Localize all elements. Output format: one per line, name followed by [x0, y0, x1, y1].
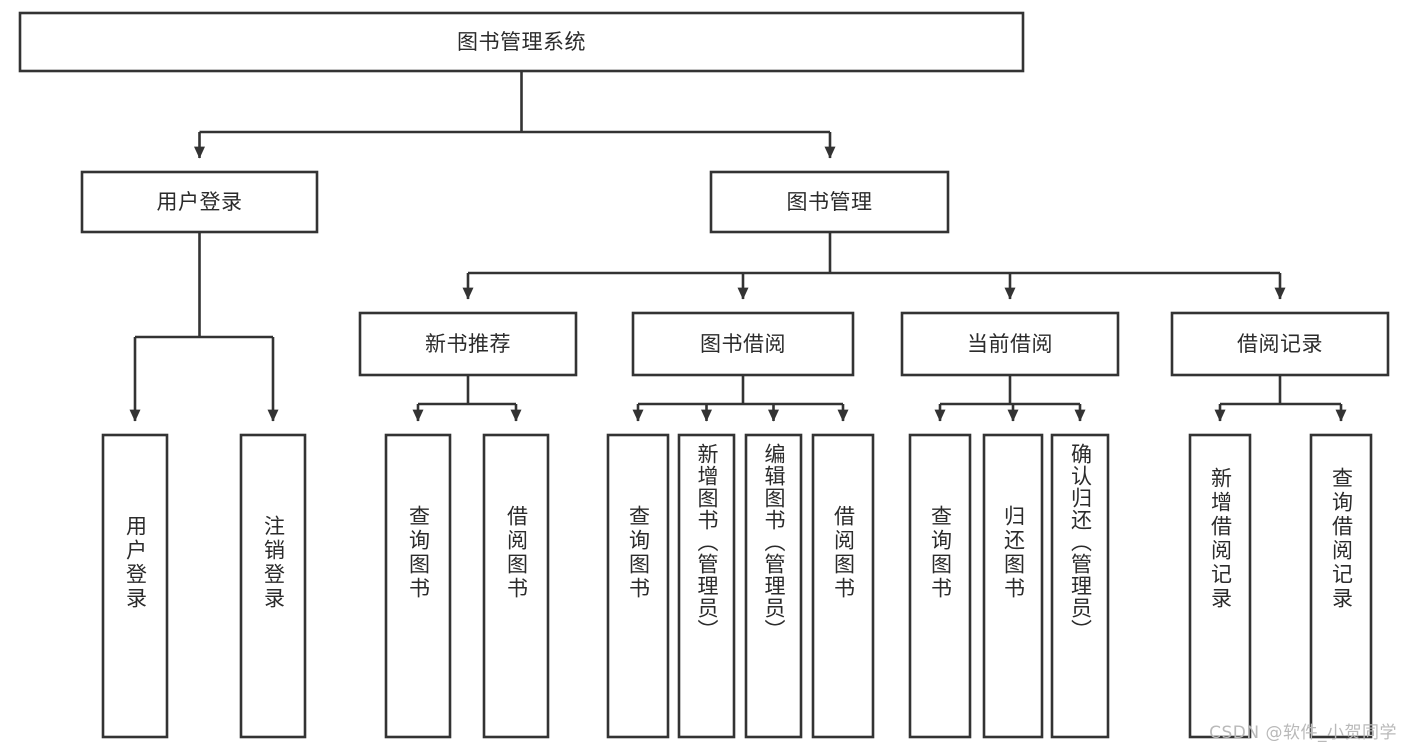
node-book-manage[interactable]: 图书管理	[709, 170, 950, 234]
node-book-borrow[interactable]: 图书借阅	[631, 311, 855, 377]
node-current-borrow-label: 当前借阅	[967, 332, 1053, 356]
node-book-borrow-label: 图书借阅	[700, 332, 786, 356]
leaf-query-book-2[interactable]	[606, 433, 670, 739]
node-borrow-record[interactable]: 借阅记录	[1170, 311, 1390, 377]
node-book-manage-label: 图书管理	[787, 190, 873, 214]
leaf-edit-book[interactable]	[744, 433, 803, 739]
connector-current-borrow-to-leaves	[934, 375, 1086, 422]
leaf-user-login[interactable]	[101, 433, 169, 739]
leaf-confirm-return[interactable]	[1050, 433, 1110, 739]
node-new-book-rec-label: 新书推荐	[425, 332, 511, 356]
leaf-add-record[interactable]	[1188, 433, 1252, 739]
connector-user-login-to-leaves	[129, 232, 279, 422]
node-root-label: 图书管理系统	[457, 30, 586, 54]
connector-book-manage-to-level3	[462, 232, 1286, 300]
node-borrow-record-label: 借阅记录	[1237, 332, 1323, 356]
leaf-borrow-book-1[interactable]	[482, 433, 550, 739]
connector-root-to-level2	[194, 71, 836, 159]
node-user-login-label: 用户登录	[157, 190, 243, 214]
leaf-user-logout[interactable]	[239, 433, 307, 739]
leaf-borrow-book-2[interactable]	[811, 433, 875, 739]
leaf-query-book-3[interactable]	[908, 433, 972, 739]
leaf-query-book-1[interactable]	[384, 433, 452, 739]
connector-book-borrow-to-leaves	[632, 375, 849, 422]
node-user-login[interactable]: 用户登录	[80, 170, 319, 234]
node-current-borrow[interactable]: 当前借阅	[900, 311, 1120, 377]
node-root[interactable]: 图书管理系统	[18, 11, 1025, 73]
leaf-return-book[interactable]	[982, 433, 1044, 739]
leaf-add-book[interactable]	[677, 433, 736, 739]
connector-borrow-record-to-leaves	[1214, 375, 1347, 422]
connector-new-book-rec-to-leaves	[412, 375, 522, 422]
leaf-query-record[interactable]	[1309, 433, 1373, 739]
node-new-book-rec[interactable]: 新书推荐	[358, 311, 578, 377]
